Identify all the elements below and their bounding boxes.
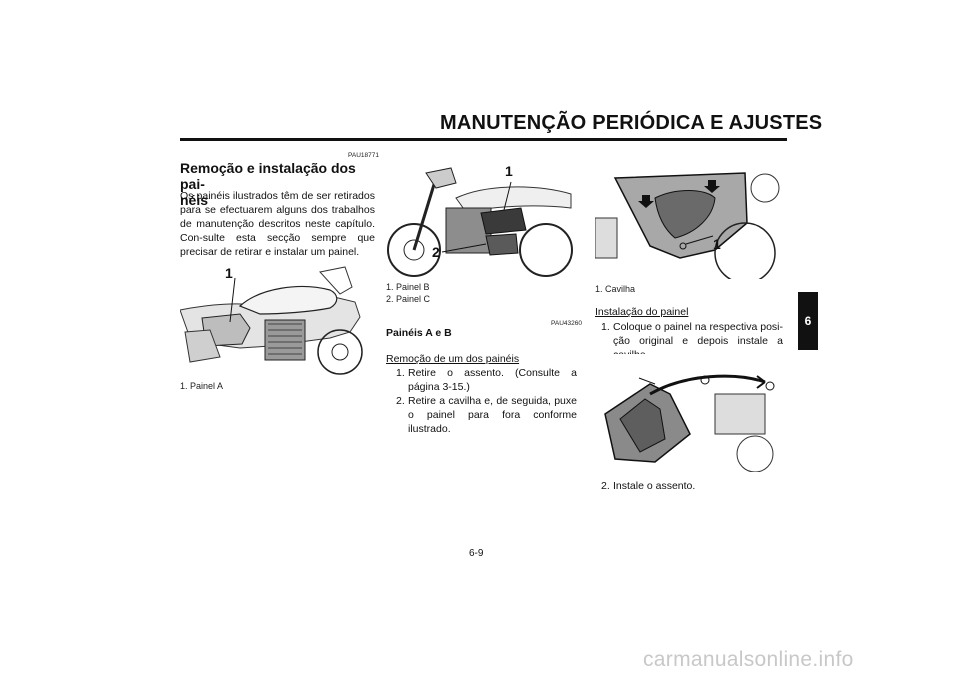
figure-panels-b-c [386,158,577,279]
subsection-title: Painéis A e B [386,327,452,339]
removal-step-1: 1. Retire o assento. (Consulte a página … [396,366,577,394]
caption-panel-c: 2. Painel C [386,294,431,304]
side-cover-illustration [595,172,780,279]
section-title-text: Remoção e instalação dos pai- néis [180,160,356,208]
intro-paragraph: Os painéis ilustrados têm de ser retirad… [180,190,375,258]
figure-panel-a [180,262,375,375]
header-rule [180,138,787,141]
removal-heading: Remoção de um dos painéis [386,353,520,365]
callout-1-cavilha: 1 [713,236,721,252]
install-heading: Instalação do painel [595,306,689,318]
step-number: 1. [396,367,405,379]
step-text: Instale o assento. [613,480,696,492]
removal-step-2: 2. Retire a cavilha e, de seguida, puxe … [396,394,577,436]
motorcycle-left-illustration [180,266,363,375]
caption-panel-b: 1. Painel B [386,282,430,292]
subsection-code: PAU43260 [551,320,582,327]
section-code: PAU18771 [348,152,379,159]
figure-cavilha [595,158,783,279]
caption-panel-a: 1. Painel A [180,381,224,391]
install-step-2: 2. Instale o assento. [601,479,783,493]
step-text: Retire o assento. (Consulte a página 3-1… [408,367,577,393]
watermark: carmanualsonline.info [643,648,854,671]
step-number: 2. [601,480,610,492]
step-number: 1. [601,321,610,333]
chapter-tab: 6 [798,292,818,350]
panel-install-illustration [604,374,775,472]
caption-cavilha: 1. Cavilha [595,284,636,294]
callout-1-panel-b: 1 [505,163,513,179]
callout-2-panel-c: 2 [432,244,440,260]
step-number: 2. [396,395,405,407]
step-text: Retire a cavilha e, de seguida, puxe o p… [408,395,577,435]
page-header-title: MANUTENÇÃO PERIÓDICA E AJUSTES [440,112,823,134]
callout-1-panel-a: 1 [225,265,233,281]
motorcycle-right-illustration [387,167,573,277]
figure-install-panel [595,354,783,472]
page-number: 6-9 [469,548,484,559]
section-title: Remoção e instalação dos pai- néis [180,160,375,208]
